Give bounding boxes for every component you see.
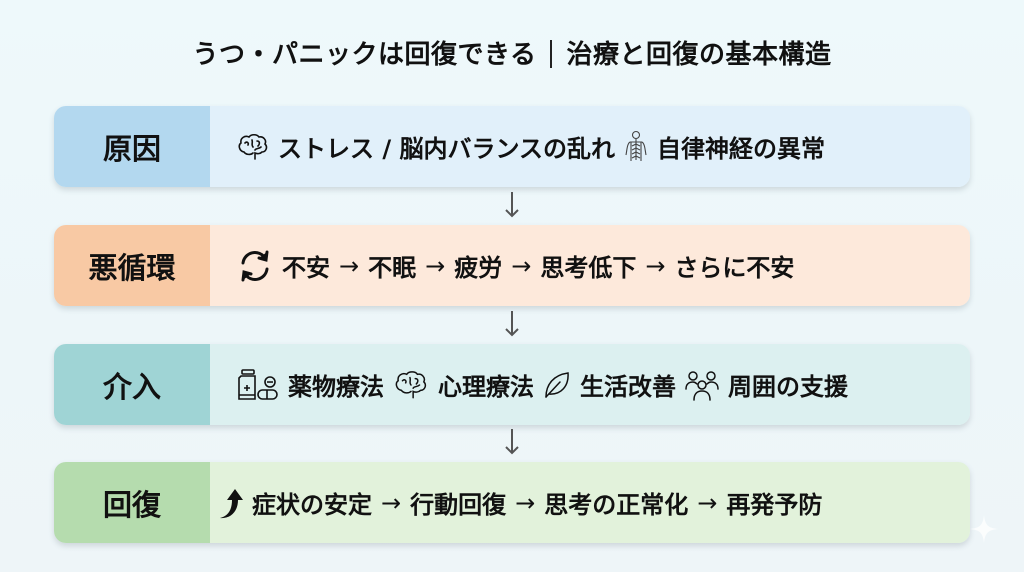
row-body: ストレス / 脳内バランスの乱れ 自律神経の異常: [210, 106, 970, 187]
flow-step: 思考低下: [540, 254, 637, 282]
flow-arrow: →: [511, 251, 532, 280]
flow-step: 症状の安定: [252, 491, 372, 519]
row-body: 不安 → 不眠 → 疲労 → 思考低下 → さらに不安: [210, 225, 970, 306]
down-arrow-connector: [505, 192, 519, 218]
row-vicious-cycle: 悪循環 不安 → 不眠 → 疲労 → 思考低下 → さらに不安: [54, 225, 970, 306]
brain-icon: [236, 132, 270, 162]
row-cause: 原因 ストレス / 脳内バランスの乱れ 自律神経の異常: [54, 106, 970, 187]
brain-icon: [392, 369, 430, 401]
down-arrow-connector: [505, 311, 519, 337]
row-body: 薬物療法 心理療法 生活改善 周囲の支援: [210, 344, 970, 425]
row-label: 原因: [54, 106, 210, 187]
flow-arrow: →: [425, 251, 446, 280]
down-arrow-connector: [505, 429, 519, 455]
medicine-icon: [236, 368, 280, 402]
flow-step: さらに不安: [674, 254, 795, 282]
intervention-item: 薬物療法: [288, 373, 384, 401]
cause-item: ストレス / 脳内バランスの乱れ: [278, 135, 615, 163]
sparkle-icon: [970, 515, 998, 543]
intervention-item: 生活改善: [580, 373, 676, 401]
flow-arrow: →: [381, 488, 402, 517]
row-recovery: 回復 症状の安定 → 行動回復 → 思考の正常化 → 再発予防: [54, 462, 970, 543]
flow-step: 不眠: [368, 254, 417, 282]
title-divider: [550, 40, 553, 68]
title-main: うつ・パニックは回復できる: [192, 40, 537, 70]
people-icon: [684, 369, 720, 401]
leaf-icon: [542, 370, 572, 400]
flow-arrow: →: [339, 251, 360, 280]
intervention-item: 周囲の支援: [728, 373, 848, 401]
row-intervention: 介入 薬物療法 心理療法 生: [54, 344, 970, 425]
rising-arrow-icon: [218, 486, 244, 520]
title-sub: 治療と回復の基本構造: [566, 40, 832, 70]
flow-step: 不安: [282, 254, 330, 282]
row-label: 悪循環: [54, 225, 210, 306]
flow-arrow: →: [515, 488, 536, 517]
flow-step: 行動回復: [410, 491, 507, 519]
row-body: 症状の安定 → 行動回復 → 思考の正常化 → 再発予防: [210, 462, 970, 543]
flow-step: 疲労: [454, 254, 503, 282]
flow-step: 思考の正常化: [544, 491, 689, 519]
page-title: うつ・パニックは回復できる治療と回復の基本構造: [0, 34, 1024, 71]
flow-arrow: →: [645, 251, 666, 280]
row-label: 介入: [54, 344, 210, 425]
intervention-item: 心理療法: [438, 373, 534, 401]
flow-arrow: →: [697, 488, 718, 517]
cause-item: 自律神経の異常: [657, 135, 825, 163]
row-label: 回復: [54, 462, 210, 543]
cycle-icon: [236, 249, 274, 283]
flow-step: 再発予防: [726, 491, 823, 519]
nervous-system-icon: [623, 130, 649, 164]
